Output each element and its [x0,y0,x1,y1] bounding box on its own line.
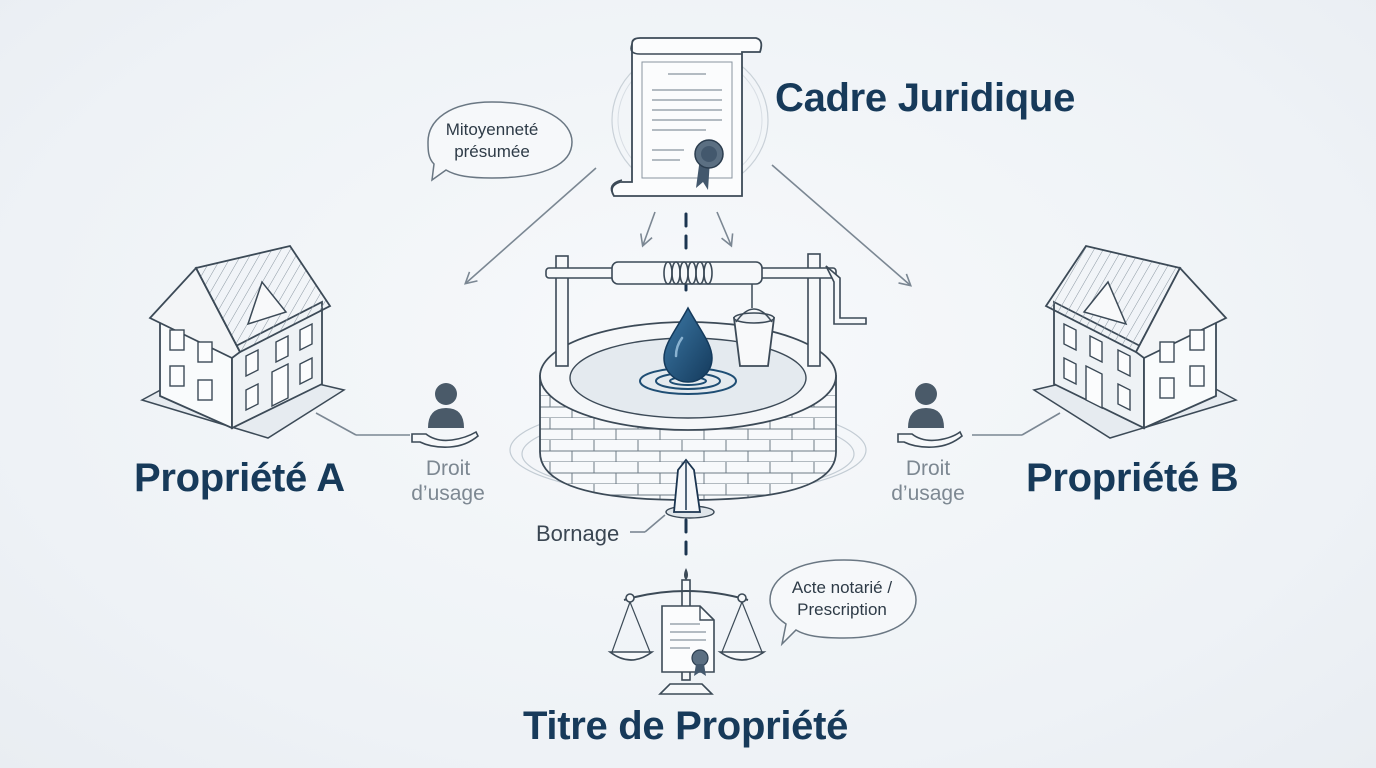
boundary-marker-icon [665,458,715,519]
shared-well-icon [509,253,867,501]
cadre-juridique-title: Cadre Juridique [775,76,1076,120]
usage-right-icon-b [897,383,963,448]
mitoyennete-line-1: Mitoyenneté [445,120,539,139]
acte-notarie-line-1: Acte notarié / [791,578,893,597]
usage-right-icon-a [411,383,479,448]
arrow-to-well-left [639,211,656,248]
droit-usage-b-label: Droit d’usage [878,456,978,506]
titre-de-propriete-label: Titre de Propriété [523,704,849,748]
house-a-icon [140,244,346,439]
water-drop-icon [663,306,713,383]
acte-notarie-bubble-text: Acte notarié / Prescription [772,577,912,621]
house-b-icon [1032,244,1238,439]
usage-line-a [315,412,357,436]
mitoyennete-bubble-text: Mitoyenneté présumée [432,119,552,163]
droit-usage-a-label: Droit d’usage [398,456,498,506]
acte-notarie-line-2: Prescription [797,600,887,619]
droit-usage-b-line-1: Droit [905,457,951,480]
arrow-to-propriete-a [463,167,597,285]
connectors [315,164,1061,533]
arrow-to-propriete-b [771,164,913,287]
bubble-mitoyennete [427,101,573,182]
bubble-acte-notarie [769,559,917,647]
mitoyennete-line-2: présumée [454,142,530,161]
legal-scroll-icon [610,37,769,197]
usage-line-b2 [1021,412,1061,436]
droit-usage-b-line-2: d’usage [891,482,965,505]
scales-of-justice-icon [607,568,767,695]
bornage-label: Bornage [536,521,620,546]
droit-usage-a-line-1: Droit [425,457,471,480]
bornage-pointer2 [644,514,666,533]
arrow-to-well-right [716,211,734,248]
droit-usage-a-line-2: d’usage [411,482,485,505]
propriete-b-label: Propriété B [1026,456,1239,500]
propriete-a-label: Propriété A [134,456,345,500]
